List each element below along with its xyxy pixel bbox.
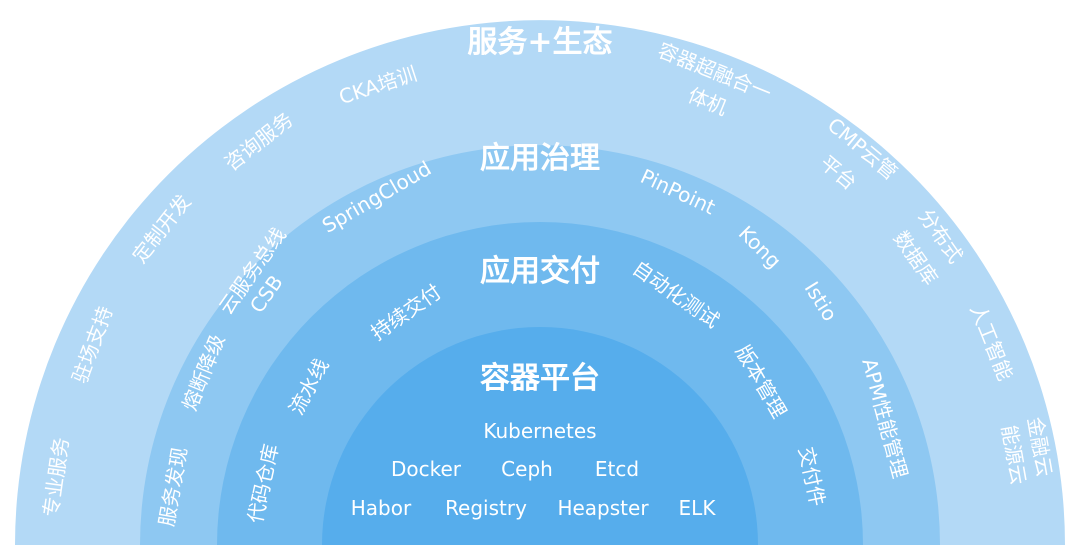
core-item-kubernetes: Kubernetes: [483, 419, 596, 443]
delivery-ring-title: 应用交付: [480, 254, 600, 289]
governance-ring-title: 应用治理: [480, 141, 600, 176]
core-ring-title: 容器平台: [480, 361, 600, 396]
core-item-ceph: Ceph: [501, 457, 553, 481]
outer-ring-title: 服务+生态: [467, 25, 612, 60]
core-item-etcd: Etcd: [595, 457, 639, 481]
ring-container-platform: [322, 327, 758, 545]
core-item-docker: Docker: [391, 457, 462, 481]
core-item-heapster: Heapster: [557, 496, 649, 520]
core-item-registry: Registry: [445, 496, 527, 520]
core-item-habor: Habor: [351, 496, 412, 520]
core-item-elk: ELK: [679, 496, 717, 520]
